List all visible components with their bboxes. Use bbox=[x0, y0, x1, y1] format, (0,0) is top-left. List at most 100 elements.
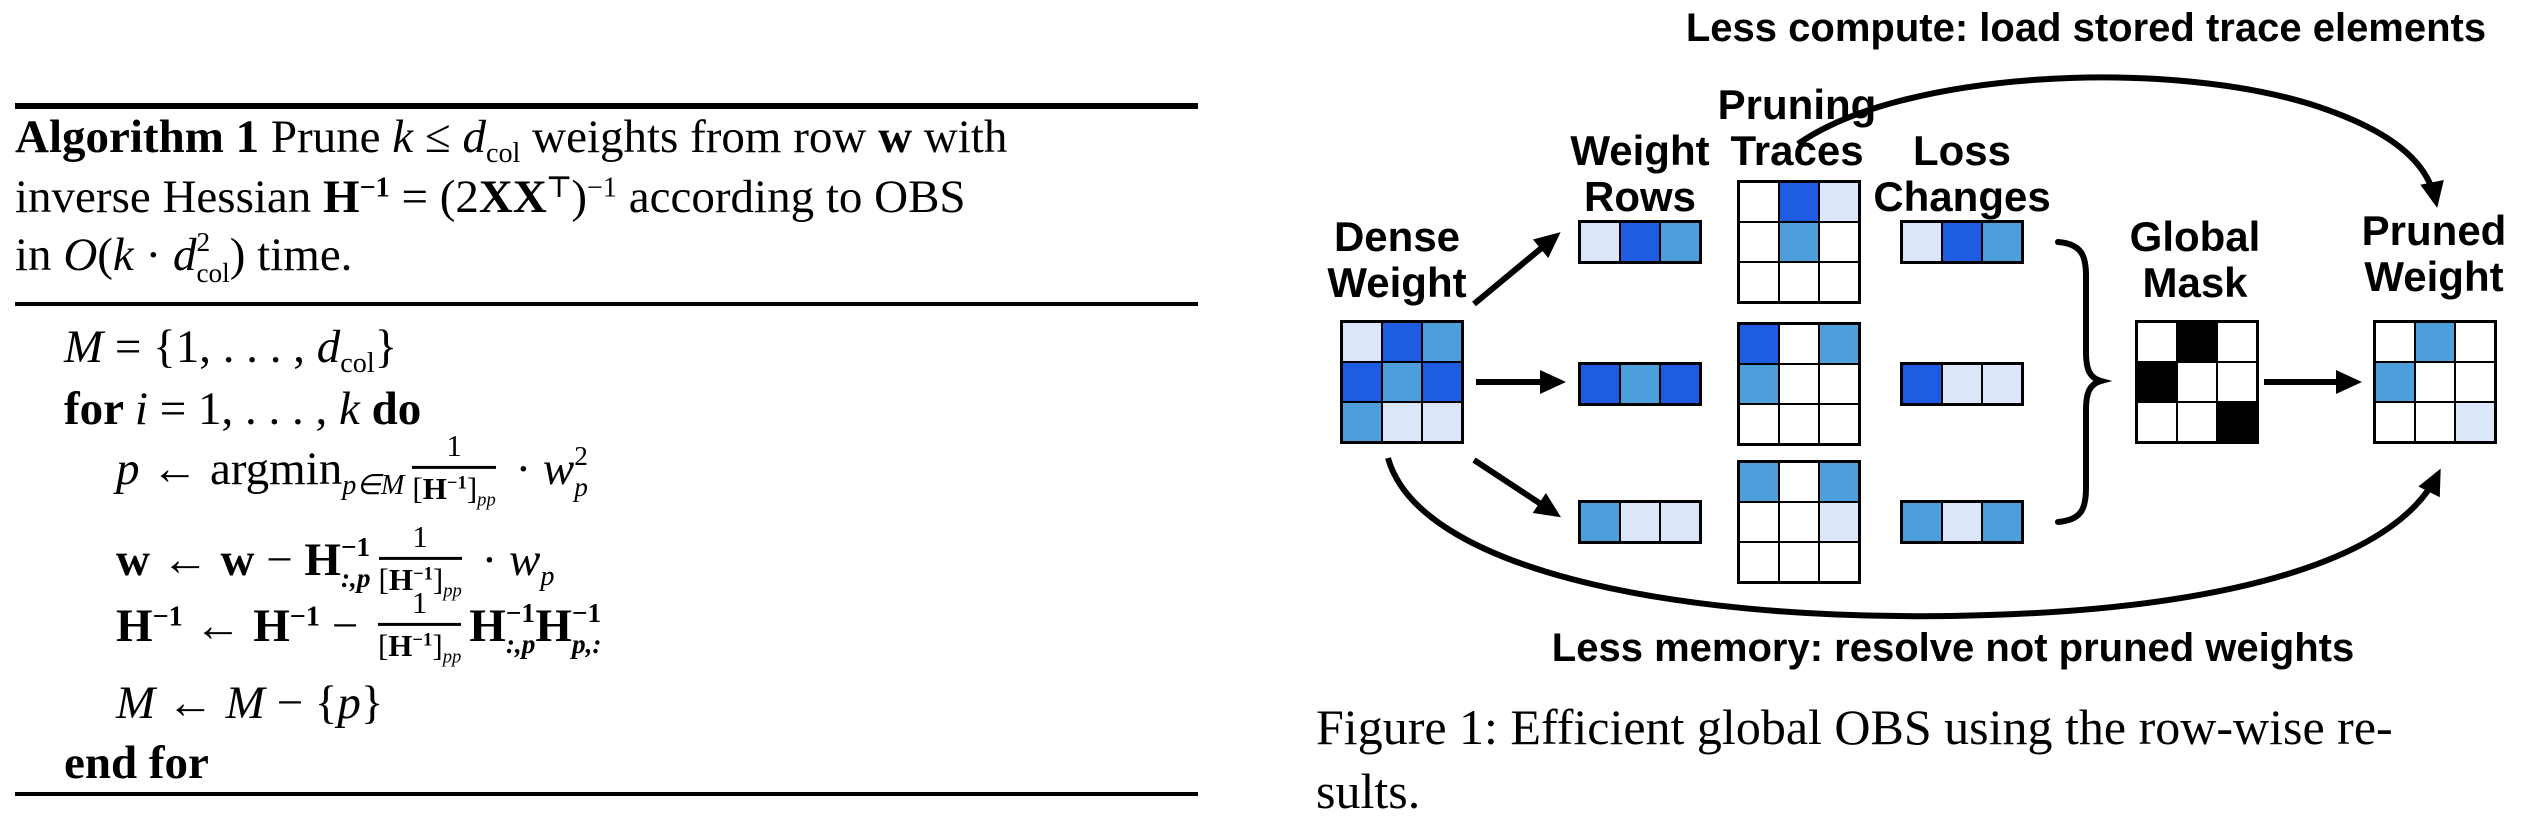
grid-cell-mid bbox=[1903, 503, 1941, 541]
pruning-trace-grid-2 bbox=[1737, 322, 1861, 446]
grid-row bbox=[1903, 365, 2021, 403]
pruning-traces-label-line2: Traces bbox=[1730, 127, 1864, 174]
grid-cell-white bbox=[2416, 363, 2454, 401]
grid-cell-white bbox=[2218, 363, 2256, 401]
grid-cell-light bbox=[1820, 503, 1858, 541]
math-token: ) time. bbox=[229, 229, 353, 282]
grid-cell-white bbox=[2456, 363, 2494, 401]
grid-cell-mid bbox=[1661, 223, 1699, 261]
pruned-weight-label-line2: Weight bbox=[2364, 253, 2504, 300]
math-token: H−1 bbox=[422, 471, 467, 507]
math-token: } bbox=[374, 321, 398, 373]
math-token: for bbox=[64, 383, 135, 435]
math-token: end for bbox=[64, 737, 209, 789]
math-token: ← bbox=[155, 677, 226, 729]
pruning-trace-grid-1 bbox=[1737, 180, 1861, 304]
grid-row bbox=[1903, 223, 2021, 261]
figure-caption-line-1: Figure 1: Efficient global OBS using the… bbox=[1316, 699, 2393, 755]
math-token: weights from row bbox=[520, 111, 879, 163]
loss-change-strip-1 bbox=[1900, 220, 2024, 264]
less-compute-annotation: Less compute: load stored trace elements bbox=[1685, 6, 2487, 50]
dense-weight-label-line2: Weight bbox=[1327, 259, 1467, 306]
algorithm-mid-rule bbox=[15, 302, 1198, 306]
algorithm-body-line-7: end for bbox=[64, 737, 209, 790]
weight-rows-label: Weight Rows bbox=[1570, 128, 1709, 220]
grid-cell-white bbox=[1780, 463, 1818, 501]
weight-row-strip-3 bbox=[1578, 500, 1702, 544]
grid-cell-dark bbox=[1621, 223, 1659, 261]
grid-cell-light bbox=[1943, 365, 1981, 403]
dense-weight-label: Dense Weight bbox=[1327, 214, 1466, 306]
grid-cell-light bbox=[1943, 503, 1981, 541]
less-memory-annotation: Less memory: resolve not pruned weights bbox=[1551, 626, 2355, 670]
global-mask-label-line1: Global bbox=[2129, 213, 2261, 260]
grid-cell-black bbox=[2178, 323, 2216, 361]
algorithm-bottom-rule bbox=[15, 792, 1198, 796]
grid-cell-light bbox=[1820, 183, 1858, 221]
math-token: ← bbox=[182, 599, 254, 652]
grid-cell-white bbox=[1820, 263, 1858, 301]
loss-changes-label-line1: Loss bbox=[1912, 127, 2012, 174]
math-token: H−1 bbox=[388, 628, 433, 664]
grid-row bbox=[1581, 503, 1699, 541]
math-token: ≤ bbox=[413, 111, 463, 163]
grid-cell-white bbox=[1740, 263, 1778, 301]
grid-cell-light bbox=[2456, 403, 2494, 441]
grid-cell-mid bbox=[1820, 325, 1858, 363]
math-token: H−1 bbox=[253, 599, 320, 652]
math-token: k bbox=[112, 229, 134, 282]
grid-cell-dark bbox=[1780, 183, 1818, 221]
math-token: − bbox=[254, 533, 305, 586]
weight-rows-label-line2: Rows bbox=[1583, 173, 1696, 220]
grid-cell-white bbox=[1820, 223, 1858, 261]
weight-row-strip-1 bbox=[1578, 220, 1702, 264]
math-token: [ bbox=[412, 471, 423, 507]
global-mask-label-line2: Mask bbox=[2142, 259, 2248, 306]
loss-change-strip-3 bbox=[1900, 500, 2024, 544]
algorithm-body-line-6: M ← M − {p} bbox=[116, 677, 384, 730]
grid-cell-white bbox=[1780, 365, 1818, 403]
grid-cell-mid bbox=[1740, 365, 1778, 403]
fraction: 1[H−1]pp bbox=[412, 428, 496, 511]
grid-cell-white bbox=[2138, 403, 2176, 441]
global-mask-grid bbox=[2135, 320, 2259, 444]
math-token: } bbox=[360, 677, 384, 729]
dense-weight-label-line1: Dense bbox=[1333, 213, 1461, 260]
grid-cell-light bbox=[1621, 503, 1659, 541]
math-token: 1 bbox=[411, 584, 428, 620]
figure-caption-line-2: sults. bbox=[1316, 763, 1421, 819]
algorithm-header-line-1: Algorithm 1 Prune k ≤ dcol weights from … bbox=[15, 111, 1008, 169]
grid-row bbox=[1343, 403, 1461, 441]
grid-row bbox=[1740, 543, 1858, 581]
pruned-weight-label-line1: Pruned bbox=[2361, 207, 2507, 254]
grid-cell-light bbox=[1581, 223, 1619, 261]
math-token: ]pp bbox=[432, 562, 462, 602]
math-token: ]pp bbox=[432, 628, 462, 668]
grid-cell-white bbox=[2178, 363, 2216, 401]
math-token: − { bbox=[264, 677, 338, 729]
math-token: H−1:,p bbox=[304, 531, 371, 593]
grid-cell-dark bbox=[1343, 363, 1381, 401]
math-token: p bbox=[337, 677, 361, 729]
sup-sub-stack: −1:,p bbox=[505, 597, 536, 659]
grid-row bbox=[2376, 323, 2494, 361]
grid-cell-dark bbox=[1740, 325, 1778, 363]
grid-cell-mid bbox=[1621, 365, 1659, 403]
grid-row bbox=[1903, 503, 2021, 541]
grid-cell-white bbox=[1780, 405, 1818, 443]
math-token: ← bbox=[149, 533, 221, 586]
dense-weight-grid bbox=[1340, 320, 1464, 444]
math-token: H−1:,p bbox=[469, 597, 536, 659]
math-token: according to OBS bbox=[617, 171, 966, 223]
math-token: with bbox=[912, 111, 1008, 163]
grid-row bbox=[2138, 363, 2256, 401]
math-token: inverse Hessian bbox=[15, 171, 324, 223]
grid-cell-dark bbox=[1903, 365, 1941, 403]
grid-row bbox=[2138, 403, 2256, 441]
grid-row bbox=[1343, 363, 1461, 401]
grid-cell-light bbox=[1383, 403, 1421, 441]
math-token: k bbox=[339, 383, 360, 435]
